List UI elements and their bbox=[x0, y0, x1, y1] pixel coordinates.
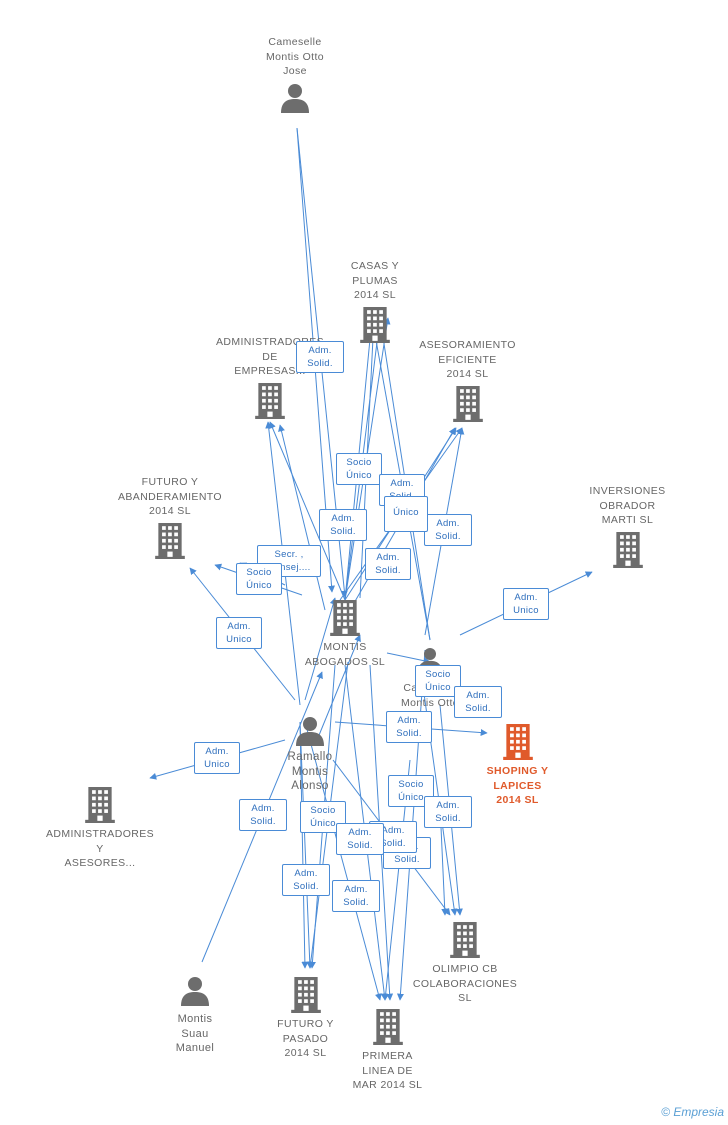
person-icon bbox=[281, 83, 309, 113]
building-icon bbox=[373, 1009, 403, 1045]
relation-line bbox=[269, 421, 346, 601]
relation-label[interactable]: Adm.Solid. bbox=[319, 509, 367, 541]
relation-line bbox=[386, 652, 431, 665]
relation-line bbox=[419, 664, 458, 916]
relation-label[interactable]: Adm.Solid. bbox=[365, 548, 411, 580]
building-icon bbox=[453, 386, 483, 422]
relation-label[interactable]: Adm.Solid. bbox=[336, 823, 384, 855]
building-icon bbox=[503, 724, 533, 760]
relation-label[interactable]: Adm.Solid. bbox=[454, 686, 502, 718]
building-icon bbox=[155, 523, 185, 559]
relation-label[interactable]: Adm.Solid. bbox=[296, 341, 344, 373]
relation-label[interactable]: Único bbox=[384, 496, 428, 532]
relation-label[interactable]: Adm.Solid. bbox=[386, 711, 432, 743]
relation-line bbox=[278, 424, 326, 611]
relation-label[interactable]: Adm.Unico bbox=[503, 588, 549, 620]
building-icon bbox=[450, 922, 480, 958]
relation-line bbox=[304, 721, 382, 1001]
relation-label[interactable]: Adm.Solid. bbox=[239, 799, 287, 831]
brand-logo: © Empresia bbox=[661, 1105, 724, 1119]
relation-label[interactable]: Adm.Solid. bbox=[424, 796, 472, 828]
relation-line bbox=[314, 634, 361, 746]
building-icon bbox=[255, 383, 285, 419]
relation-label[interactable]: Adm.Solid. bbox=[332, 880, 380, 912]
building-icon bbox=[330, 600, 360, 636]
building-icon bbox=[291, 977, 321, 1013]
relation-label[interactable]: Adm.Unico bbox=[194, 742, 240, 774]
relation-label[interactable]: Adm.Solid. bbox=[282, 864, 330, 896]
person-icon bbox=[296, 716, 324, 746]
relation-line bbox=[299, 721, 309, 969]
relation-line bbox=[299, 721, 314, 969]
person-icon bbox=[181, 976, 209, 1006]
building-icon bbox=[85, 787, 115, 823]
building-icon bbox=[613, 532, 643, 568]
relation-label[interactable]: Adm.Unico bbox=[216, 617, 262, 649]
relation-label[interactable]: Adm.Solid. bbox=[424, 514, 472, 546]
building-icon bbox=[360, 307, 390, 343]
relation-line bbox=[304, 597, 337, 701]
